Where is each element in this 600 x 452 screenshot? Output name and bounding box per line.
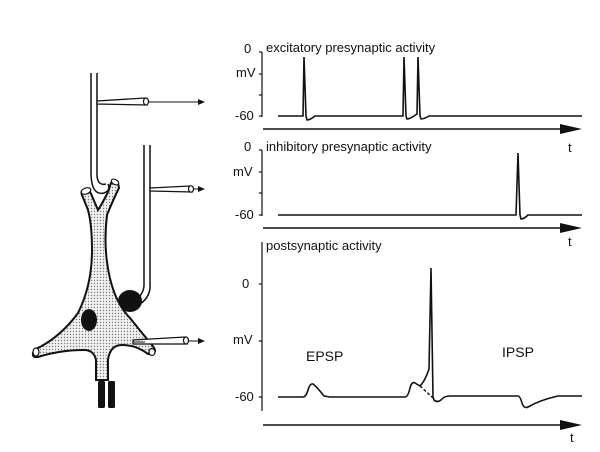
t-axis-label: t <box>568 140 572 155</box>
y-axis-bottom-label: -60 <box>235 207 254 222</box>
excitatory-trace <box>278 56 582 121</box>
electrode-postsynaptic <box>132 336 205 345</box>
panel-excitatory-title: excitatory presynaptic activity <box>266 40 436 55</box>
y-axis-unit-label: mV <box>233 332 253 347</box>
postsynaptic-trace <box>278 267 582 409</box>
y-axis-top-label: 0 <box>244 41 251 56</box>
panel-inhibitory-title: inhibitory presynaptic activity <box>266 139 432 154</box>
y-axis-bottom-label: -60 <box>235 389 254 404</box>
panel-postsynaptic: postsynaptic activity 0 mV -60 EPSP IPSP… <box>233 238 582 445</box>
electrode-inhibitory <box>149 185 205 193</box>
y-axis-top-label: 0 <box>244 139 251 154</box>
ipsp-label: IPSP <box>502 344 534 360</box>
axon-myelin-right <box>108 381 115 408</box>
t-axis-label: t <box>570 430 574 445</box>
t-axis-label: t <box>568 234 572 249</box>
neuron-illustration <box>31 73 205 408</box>
t-axis-arrow <box>560 420 582 430</box>
neuron-soma <box>31 180 156 381</box>
nucleus <box>81 309 97 331</box>
electrode-excitatory <box>96 97 205 106</box>
axon-myelin-left <box>98 381 105 408</box>
panel-excitatory: excitatory presynaptic activity 0 mV -60… <box>235 40 582 155</box>
inhibitory-synaptic-bouton <box>118 290 142 312</box>
excitatory-presynaptic-fiber <box>90 73 110 195</box>
y-axis-unit-label: mV <box>233 164 253 179</box>
panel-postsynaptic-title: postsynaptic activity <box>266 238 382 253</box>
subthreshold-dashed-line <box>419 385 434 399</box>
y-axis-top-label: 0 <box>242 276 249 291</box>
inhibitory-trace <box>278 152 582 220</box>
panel-inhibitory: inhibitory presynaptic activity 0 mV -60… <box>233 139 582 249</box>
inhibitory-presynaptic-fiber <box>118 145 151 312</box>
epsp-label: EPSP <box>306 348 343 364</box>
y-axis-unit-label: mV <box>236 65 256 80</box>
y-axis-bottom-label: -60 <box>235 108 254 123</box>
